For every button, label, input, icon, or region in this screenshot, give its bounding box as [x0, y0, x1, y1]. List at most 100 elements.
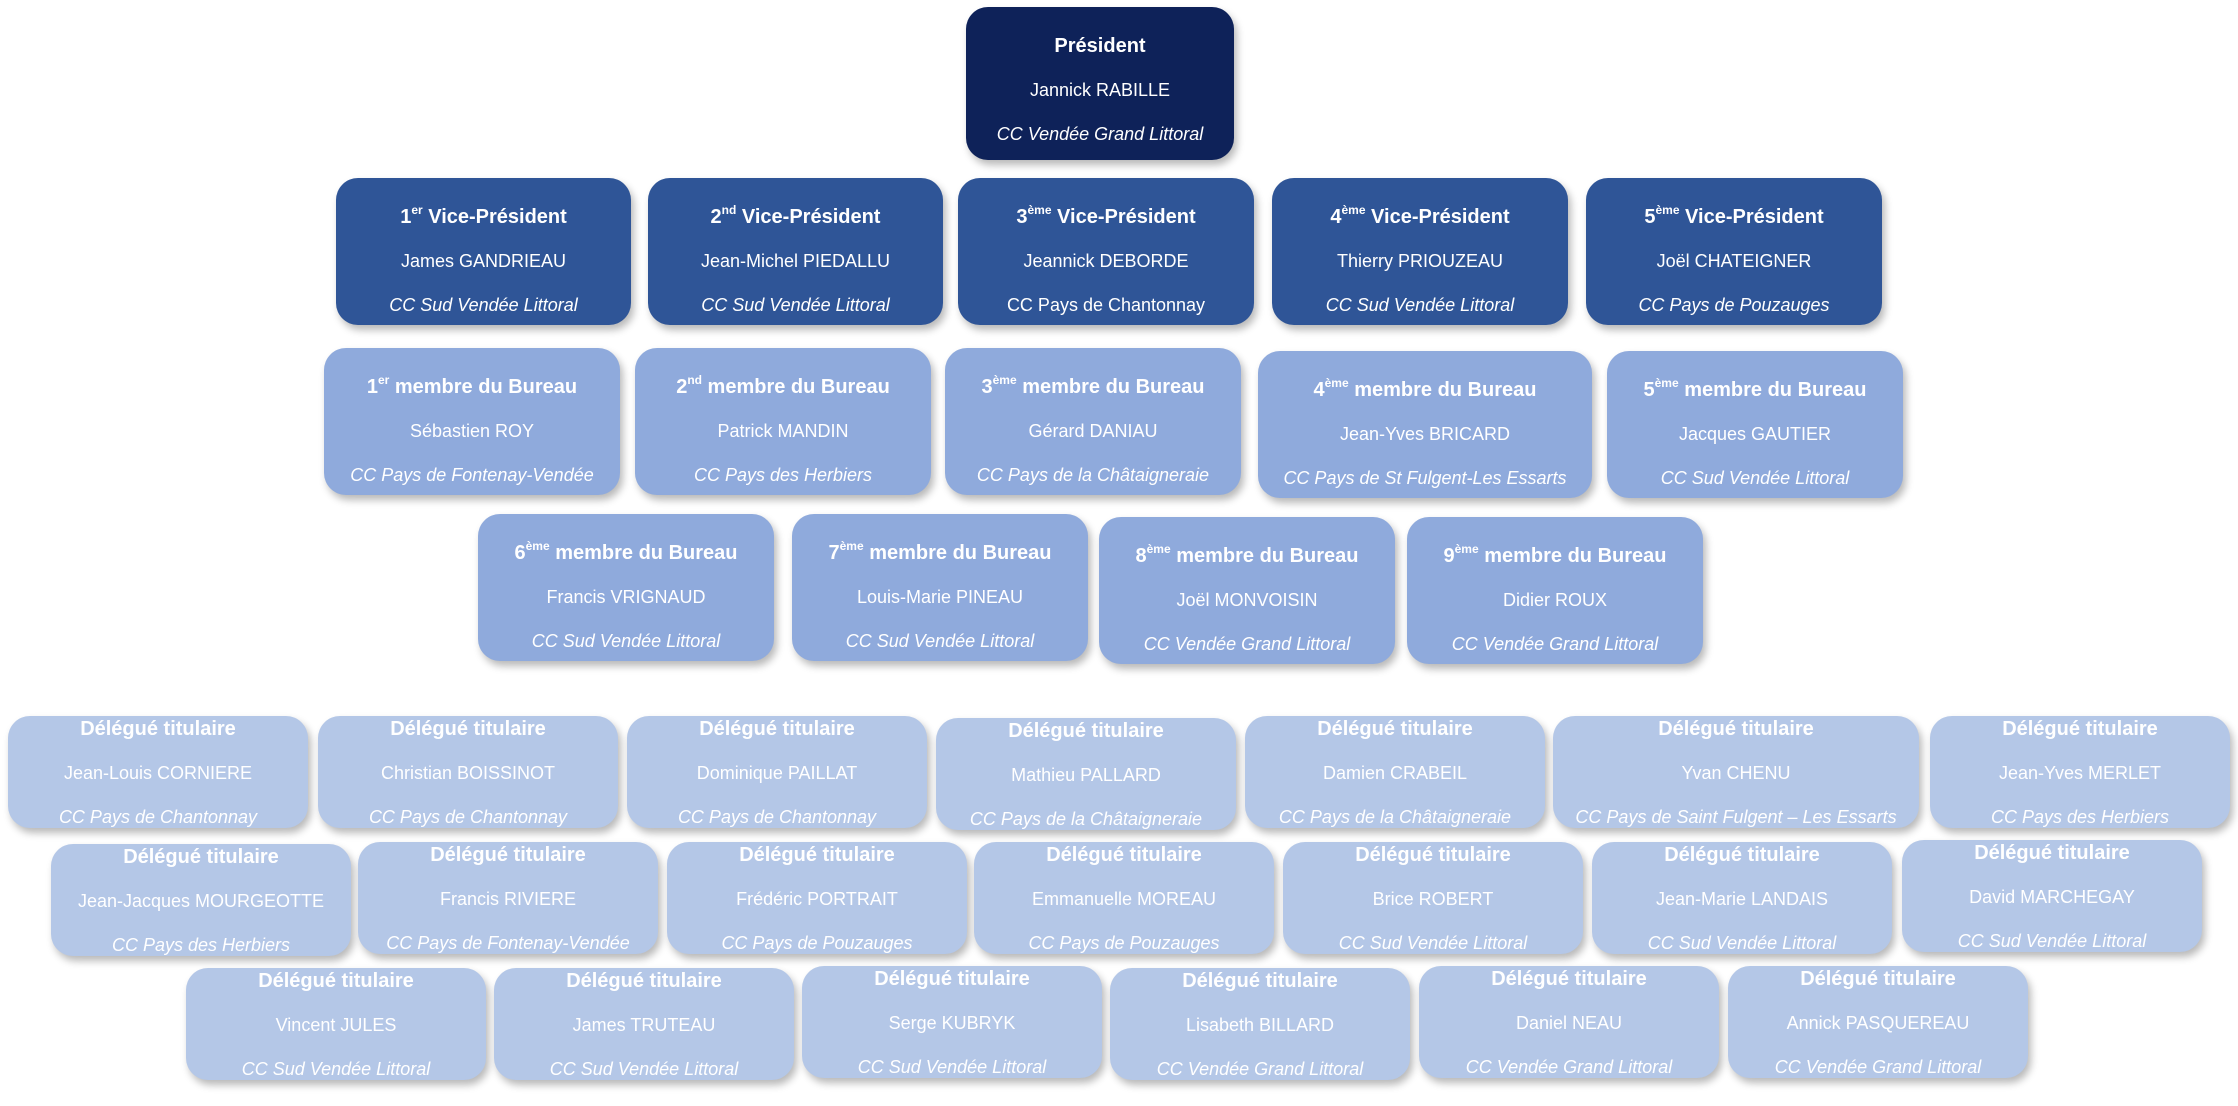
delegate-name: Francis RIVIERE [439, 889, 577, 909]
delegate-title: Délégué titulaire [258, 970, 414, 992]
vice-president-title: 4ème Vice-Président [1330, 203, 1510, 228]
vice-president-card: 1er Vice-Président James GANDRIEAU CC Su… [336, 178, 631, 325]
bureau-member-name: Joël MONVOISIN [1176, 590, 1318, 610]
delegate-title: Délégué titulaire [1974, 842, 2130, 864]
bureau-member-title: 1er membre du Bureau [366, 373, 578, 398]
delegate-card: Délégué titulaire Lisabeth BILLARD CC Ve… [1110, 968, 1410, 1080]
bureau-member-org: CC Pays de St Fulgent-Les Essarts [1283, 468, 1567, 488]
delegate-name: Annick PASQUEREAU [1786, 1013, 1970, 1033]
delegate-name: Christian BOISSINOT [380, 763, 556, 783]
bureau-member-title: 3ème membre du Bureau [981, 373, 1205, 398]
delegate-name: Vincent JULES [275, 1015, 397, 1035]
delegate-title: Délégué titulaire [1664, 844, 1820, 866]
delegate-org: CC Pays de la Châtaigneraie [1278, 807, 1512, 827]
delegate-card: Délégué titulaire Jean-Marie LANDAIS CC … [1592, 842, 1892, 954]
delegate-name: Yvan CHENU [1681, 763, 1791, 783]
bureau-member-org: CC Sud Vendée Littoral [531, 631, 721, 651]
bureau-member-org: CC Pays des Herbiers [693, 465, 873, 485]
delegate-card: Délégué titulaire Christian BOISSINOT CC… [318, 716, 618, 828]
delegate-card: Délégué titulaire Jean-Jacques MOURGEOTT… [51, 844, 351, 956]
delegate-name: Jean-Louis CORNIERE [63, 763, 253, 783]
vice-president-name: James GANDRIEAU [400, 251, 567, 271]
delegate-name: Frédéric PORTRAIT [736, 889, 898, 909]
vice-president-name: Joël CHATEIGNER [1656, 251, 1812, 271]
delegate-org: CC Pays de Fontenay-Vendée [386, 933, 630, 953]
bureau-member-name: Patrick MANDIN [717, 421, 849, 441]
bureau-member-card: 3ème membre du Bureau Gérard DANIAU CC P… [945, 348, 1241, 495]
delegate-org: CC Sud Vendée Littoral [549, 1059, 739, 1079]
delegate-card: Délégué titulaire Jean-Yves MERLET CC Pa… [1930, 716, 2230, 828]
delegate-card: Délégué titulaire Emmanuelle MOREAU CC P… [974, 842, 1274, 954]
delegate-name: Lisabeth BILLARD [1185, 1015, 1335, 1035]
delegate-title: Délégué titulaire [1317, 718, 1473, 740]
bureau-member-card: 7ème membre du Bureau Louis-Marie PINEAU… [792, 514, 1088, 661]
bureau-member-title: 4ème membre du Bureau [1313, 376, 1537, 401]
bureau-member-name: Jacques GAUTIER [1678, 424, 1832, 444]
vice-president-card: 3ème Vice-Président Jeannick DEBORDE CC … [958, 178, 1254, 325]
bureau-member-org: CC Sud Vendée Littoral [845, 631, 1035, 651]
delegate-title: Délégué titulaire [699, 718, 855, 740]
delegate-name: Emmanuelle MOREAU [1031, 889, 1217, 909]
bureau-member-card: 1er membre du Bureau Sébastien ROY CC Pa… [324, 348, 620, 495]
delegate-org: CC Vendée Grand Littoral [1774, 1057, 1982, 1077]
bureau-member-org: CC Pays de la Châtaigneraie [976, 465, 1210, 485]
delegate-name: Mathieu PALLARD [1011, 765, 1161, 785]
delegate-title: Délégué titulaire [1800, 968, 1956, 990]
bureau-member-card: 6ème membre du Bureau Francis VRIGNAUD C… [478, 514, 774, 661]
delegate-title: Délégué titulaire [430, 844, 586, 866]
delegate-card: Délégué titulaire Jean-Louis CORNIERE CC… [8, 716, 308, 828]
bureau-member-title: 2nd membre du Bureau [676, 373, 890, 398]
delegate-org: CC Pays de Chantonnay [58, 807, 258, 827]
bureau-member-card: 2nd membre du Bureau Patrick MANDIN CC P… [635, 348, 931, 495]
delegate-title: Délégué titulaire [80, 718, 236, 740]
delegate-name: Damien CRABEIL [1322, 763, 1468, 783]
vice-president-title: 3ème Vice-Président [1016, 203, 1196, 228]
delegate-title: Délégué titulaire [1355, 844, 1511, 866]
bureau-member-name: Gérard DANIAU [1028, 421, 1158, 441]
bureau-member-name: Sébastien ROY [409, 421, 535, 441]
delegate-name: Dominique PAILLAT [696, 763, 858, 783]
delegate-card: Délégué titulaire James TRUTEAU CC Sud V… [494, 968, 794, 1080]
vice-president-org: CC Sud Vendée Littoral [1325, 295, 1515, 315]
delegate-org: CC Pays de Chantonnay [677, 807, 877, 827]
president-org: CC Vendée Grand Littoral [996, 124, 1204, 144]
vice-president-title: 1er Vice-Président [400, 203, 567, 228]
delegate-title: Délégué titulaire [874, 968, 1030, 990]
delegate-title: Délégué titulaire [1658, 718, 1814, 740]
delegate-card: Délégué titulaire Serge KUBRYK CC Sud Ve… [802, 966, 1102, 1078]
delegate-card: Délégué titulaire Annick PASQUEREAU CC V… [1728, 966, 2028, 1078]
delegate-card: Délégué titulaire Vincent JULES CC Sud V… [186, 968, 486, 1080]
bureau-member-card: 5ème membre du Bureau Jacques GAUTIER CC… [1607, 351, 1903, 498]
delegate-card: Délégué titulaire Damien CRABEIL CC Pays… [1245, 716, 1545, 828]
delegate-name: Jean-Marie LANDAIS [1655, 889, 1829, 909]
delegate-title: Délégué titulaire [739, 844, 895, 866]
president-name: Jannick RABILLE [1029, 80, 1171, 100]
delegate-name: James TRUTEAU [572, 1015, 716, 1035]
bureau-member-org: CC Sud Vendée Littoral [1660, 468, 1850, 488]
delegate-org: CC Pays de Pouzauges [1028, 933, 1220, 953]
delegate-org: CC Pays des Herbiers [111, 935, 291, 955]
vice-president-title: 2nd Vice-Président [710, 203, 881, 228]
vice-president-name: Jean-Michel PIEDALLU [700, 251, 891, 271]
delegate-org: CC Pays des Herbiers [1990, 807, 2170, 827]
bureau-member-card: 4ème membre du Bureau Jean-Yves BRICARD … [1258, 351, 1592, 498]
bureau-member-org: CC Vendée Grand Littoral [1451, 634, 1659, 654]
bureau-member-name: Jean-Yves BRICARD [1339, 424, 1511, 444]
president-card: Président Jannick RABILLE CC Vendée Gran… [966, 7, 1234, 160]
delegate-name: Brice ROBERT [1372, 889, 1494, 909]
bureau-member-title: 6ème membre du Bureau [514, 539, 738, 564]
delegate-name: Serge KUBRYK [888, 1013, 1016, 1033]
delegate-card: Délégué titulaire Yvan CHENU CC Pays de … [1553, 716, 1919, 828]
delegate-title: Délégué titulaire [1491, 968, 1647, 990]
delegate-card: Délégué titulaire David MARCHEGAY CC Sud… [1902, 840, 2202, 952]
delegate-org: CC Sud Vendée Littoral [857, 1057, 1047, 1077]
vice-president-card: 2nd Vice-Président Jean-Michel PIEDALLU … [648, 178, 943, 325]
bureau-member-name: Louis-Marie PINEAU [856, 587, 1024, 607]
bureau-member-title: 9ème membre du Bureau [1443, 542, 1667, 567]
delegate-title: Délégué titulaire [1008, 720, 1164, 742]
delegate-org: CC Pays de Chantonnay [368, 807, 568, 827]
vice-president-card: 5ème Vice-Président Joël CHATEIGNER CC P… [1586, 178, 1882, 325]
vice-president-name: Jeannick DEBORDE [1023, 251, 1189, 271]
bureau-member-title: 8ème membre du Bureau [1135, 542, 1359, 567]
delegate-name: David MARCHEGAY [1969, 887, 2135, 907]
